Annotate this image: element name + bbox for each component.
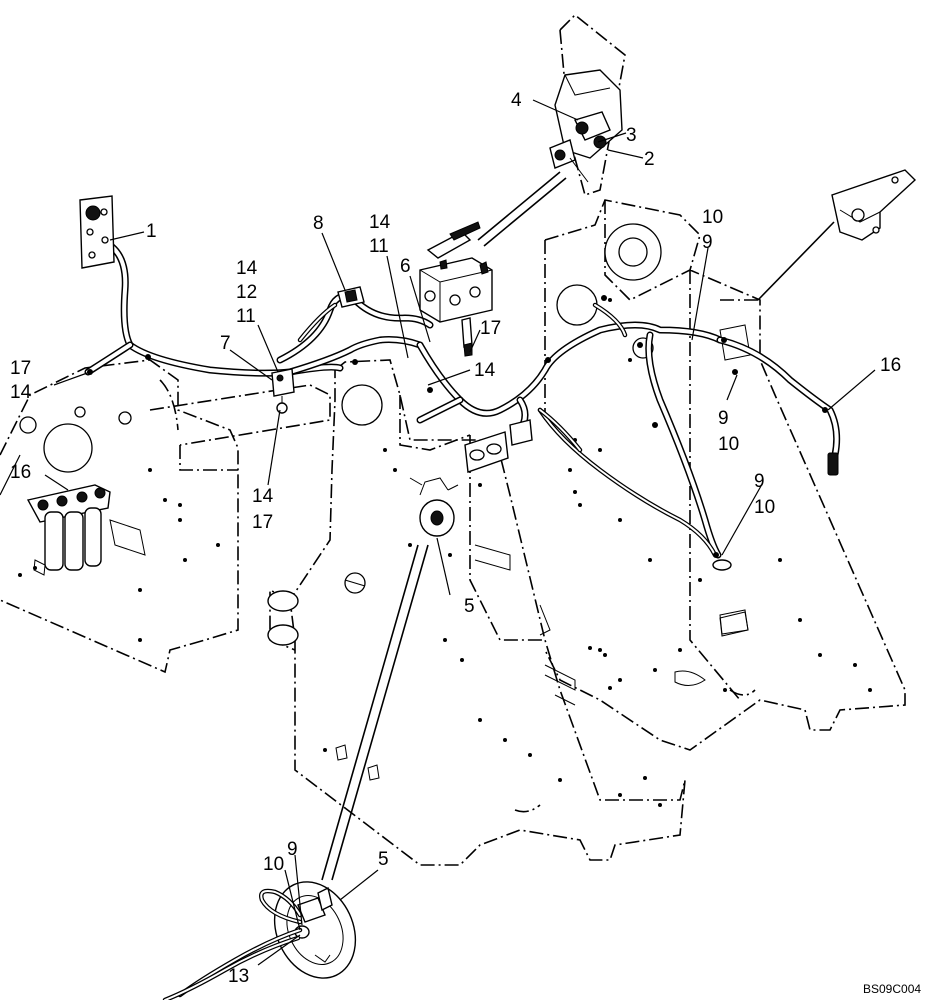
callout-17-relay: 17: [252, 512, 273, 533]
callout-10-low-right: 10: [754, 497, 775, 518]
sensor-8: [337, 286, 365, 308]
leader-lines: [0, 99, 876, 966]
control-valve-6: [419, 221, 493, 357]
callout-10-mid-right: 10: [718, 434, 739, 455]
callout-13: 13: [228, 966, 249, 987]
callout-11-top: 11: [369, 236, 389, 257]
callout-12: 12: [236, 282, 257, 303]
callout-9-low-right: 9: [754, 471, 765, 492]
horn-5: [409, 477, 459, 537]
callout-9-top-right: 9: [702, 232, 713, 253]
callout-16-right: 16: [880, 355, 901, 376]
callout-3: 3: [626, 125, 637, 146]
callout-14-top: 14: [369, 212, 391, 233]
callout-9-mid-right: 9: [718, 408, 729, 429]
callout-14-relay: 14: [252, 486, 274, 507]
callout-9-detail: 9: [287, 839, 298, 860]
right-frame-panel: [544, 199, 906, 751]
callout-11-left: 11: [236, 306, 256, 327]
callout-16-left: 16: [10, 462, 31, 483]
drawing-reference: BS09C004: [863, 982, 921, 996]
connector-bracket-1: [79, 195, 115, 269]
center-frame-panel: [267, 359, 749, 866]
callout-14-left: 14: [10, 382, 32, 403]
callout-10-detail: 10: [263, 854, 284, 875]
callout-5-detail: 5: [378, 849, 389, 870]
secondary-wires: [297, 302, 718, 558]
harness-connector-16: [827, 452, 839, 476]
detail-callout-lines: [321, 171, 835, 881]
switch-assembly-4: [549, 69, 623, 183]
callout-10-top-right: 10: [702, 207, 723, 228]
callout-2: 2: [644, 149, 655, 170]
callout-17-left: 17: [10, 358, 31, 379]
callout-5-center: 5: [464, 596, 475, 617]
filter-assembly-16: [26, 484, 111, 571]
callout-14-center: 14: [474, 360, 496, 381]
horn-detail-5: [162, 881, 357, 1000]
harness-clips: [87, 295, 828, 571]
callout-4: 4: [511, 90, 522, 111]
relay-module-7: [271, 368, 295, 414]
callout-6: 6: [400, 256, 411, 277]
callout-labels: 1 4 3 2 8 14 11 6 17 14 14 12 11 7 17 14…: [10, 90, 901, 987]
callout-17-center: 17: [480, 318, 501, 339]
socket-block: [464, 419, 533, 473]
lamp-bracket-16: [831, 169, 917, 241]
callout-1: 1: [146, 221, 157, 242]
callout-8: 8: [313, 213, 324, 234]
left-frame-panel: [0, 359, 331, 674]
callout-7: 7: [220, 333, 231, 354]
callout-14-left-upper: 14: [236, 258, 258, 279]
